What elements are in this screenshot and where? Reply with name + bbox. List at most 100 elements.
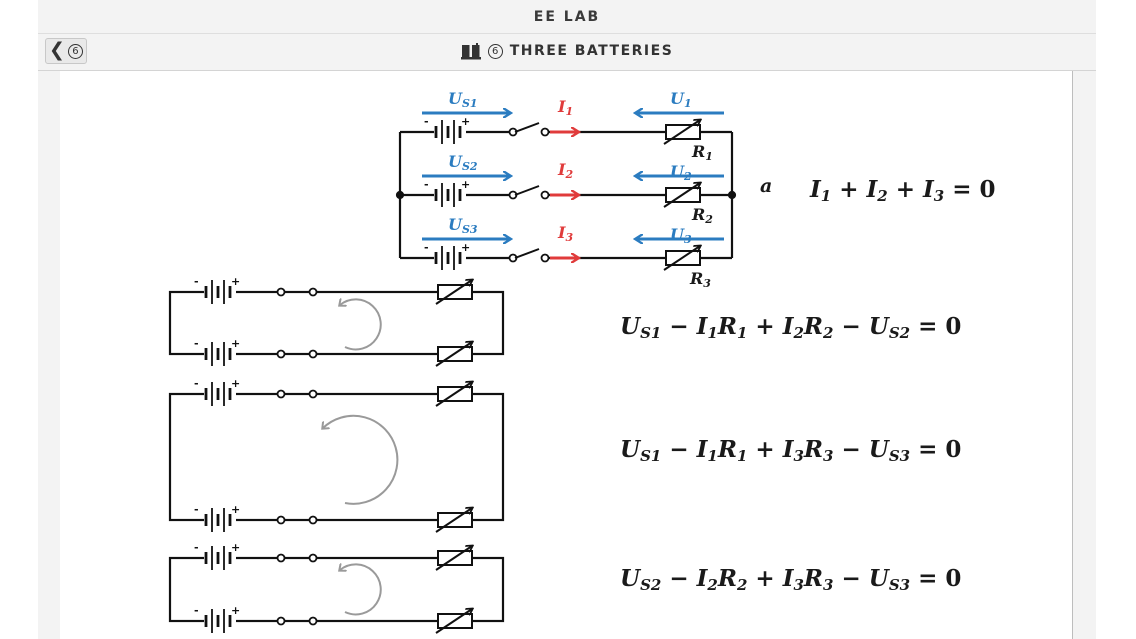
resistor-adjust-arrow xyxy=(435,508,472,533)
voltage-drop-label-symbol: U xyxy=(670,225,684,244)
equation-variable: I xyxy=(696,565,708,592)
equation-variable: R xyxy=(717,436,737,463)
equation-operator: = 0 xyxy=(910,436,962,463)
loop-1-equation: US1 − I1R1 + I2R2 − US2 = 0 xyxy=(620,313,961,342)
battery-plus-sign: + xyxy=(231,541,240,554)
voltage-drop-label-subscript: 1 xyxy=(683,97,692,110)
equation-subscript: 3 xyxy=(793,447,804,465)
terminal xyxy=(308,287,318,297)
circuit-diagram: -+-+-+-+-+-+-+-+-+ xyxy=(168,71,737,634)
equation-operator: − xyxy=(833,565,869,592)
terminal xyxy=(276,515,286,525)
equation-variable: I xyxy=(696,313,708,340)
terminal xyxy=(276,349,286,359)
source-voltage-label-symbol: U xyxy=(448,89,462,108)
resistor-adjust-arrow xyxy=(663,183,700,208)
resistor-label: R2 xyxy=(692,207,713,226)
app-title: EE LAB xyxy=(533,8,601,25)
loop-2-circuit xyxy=(168,392,505,522)
equation-variable: R xyxy=(803,313,824,340)
source-voltage-label-symbol: U xyxy=(448,152,462,171)
equation-variable: I xyxy=(810,176,821,203)
battery-minus-sign: - xyxy=(194,541,199,554)
equation-variable: I xyxy=(696,436,708,463)
equation-subscript: 1 xyxy=(820,187,832,205)
resistor-label-symbol: R xyxy=(692,142,706,161)
resistor-adjust-arrow xyxy=(435,382,472,407)
equation-subscript: 1 xyxy=(736,324,748,342)
battery-plus-sign: + xyxy=(461,241,470,254)
current-label-subscript: 3 xyxy=(565,231,574,244)
equation-subscript: S1 xyxy=(640,324,662,342)
terminal xyxy=(308,349,318,359)
chevron-left-icon: ❮ xyxy=(49,38,65,61)
equation-operator: + xyxy=(831,176,867,203)
loop-direction-arrows xyxy=(323,299,399,616)
equation-variable: R xyxy=(803,565,824,592)
equation-subscript: 1 xyxy=(707,447,718,465)
resistor-adjust-arrow xyxy=(435,609,472,634)
battery-plus-sign: + xyxy=(461,178,470,191)
voltage-drop-label-symbol: U xyxy=(670,162,684,181)
kvl-loops xyxy=(168,290,505,623)
switch-contact xyxy=(540,190,550,200)
battery-minus-sign: - xyxy=(424,178,429,191)
app-window: EE LAB 6 THREE BATTERIES ❮ 6 xyxy=(38,0,1096,639)
node-a-label: a xyxy=(760,175,773,197)
equation-variable: I xyxy=(782,436,794,463)
terminal xyxy=(308,389,318,399)
loop-1-circuit xyxy=(168,290,505,356)
switch-contact xyxy=(540,253,550,263)
loop-1-arrow xyxy=(340,299,382,351)
terminal xyxy=(276,616,286,626)
equation-variable: U xyxy=(620,565,641,592)
switch-blade xyxy=(514,122,540,133)
equation-operator: + xyxy=(747,565,783,592)
equation-operator: − xyxy=(661,313,697,340)
voltage-drop-label-symbol: U xyxy=(670,89,684,108)
equation-operator: − xyxy=(661,436,697,463)
equation-variable: U xyxy=(868,313,889,340)
source-voltage-label: US3 xyxy=(448,217,478,236)
equation-subscript: 3 xyxy=(823,576,834,594)
terminal xyxy=(308,515,318,525)
battery-plus-sign: + xyxy=(231,337,240,350)
equation-variable: I xyxy=(782,565,794,592)
resistor-label-subscript: 3 xyxy=(703,277,711,290)
battery-plus-sign: + xyxy=(231,604,240,617)
back-button[interactable]: ❮ 6 xyxy=(45,38,87,64)
source-voltage-label-subscript: S3 xyxy=(461,223,478,236)
page-number-badge: 6 xyxy=(487,43,503,59)
equation-subscript: 2 xyxy=(823,324,834,342)
resistor-adjust-arrow xyxy=(435,342,472,367)
switch-contact xyxy=(540,127,550,137)
resistor-label-subscript: 2 xyxy=(705,213,713,226)
source-voltage-label-subscript: S2 xyxy=(461,160,478,173)
battery-minus-sign: - xyxy=(194,337,199,350)
equation-operator: + xyxy=(887,176,923,203)
equation-variable: I xyxy=(923,176,934,203)
current-label: I1 xyxy=(558,99,574,118)
equation-subscript: S2 xyxy=(888,324,911,342)
equation-operator: − xyxy=(833,436,869,463)
book-icon xyxy=(460,42,481,59)
loop-3-circuit xyxy=(168,556,505,623)
battery-minus-sign: - xyxy=(194,275,199,288)
terminal xyxy=(308,553,318,563)
equation-subscript: 2 xyxy=(877,187,888,205)
equation-subscript: 2 xyxy=(707,576,718,594)
equation-operator: + xyxy=(747,436,783,463)
battery-plus-sign: + xyxy=(231,503,240,516)
battery-minus-sign: - xyxy=(194,604,199,617)
current-label-subscript: 1 xyxy=(565,105,574,118)
terminal xyxy=(308,616,318,626)
battery-plus-sign: + xyxy=(461,115,470,128)
equation-variable: R xyxy=(717,565,737,592)
equation-subscript: 2 xyxy=(793,324,804,342)
current-label-symbol: I xyxy=(558,160,566,179)
equation-subscript: 2 xyxy=(736,576,748,594)
battery-minus-sign: - xyxy=(194,377,199,390)
equation-operator: = 0 xyxy=(944,176,996,203)
title-bar: EE LAB xyxy=(38,0,1096,34)
resistor-adjust-arrow xyxy=(435,546,472,571)
